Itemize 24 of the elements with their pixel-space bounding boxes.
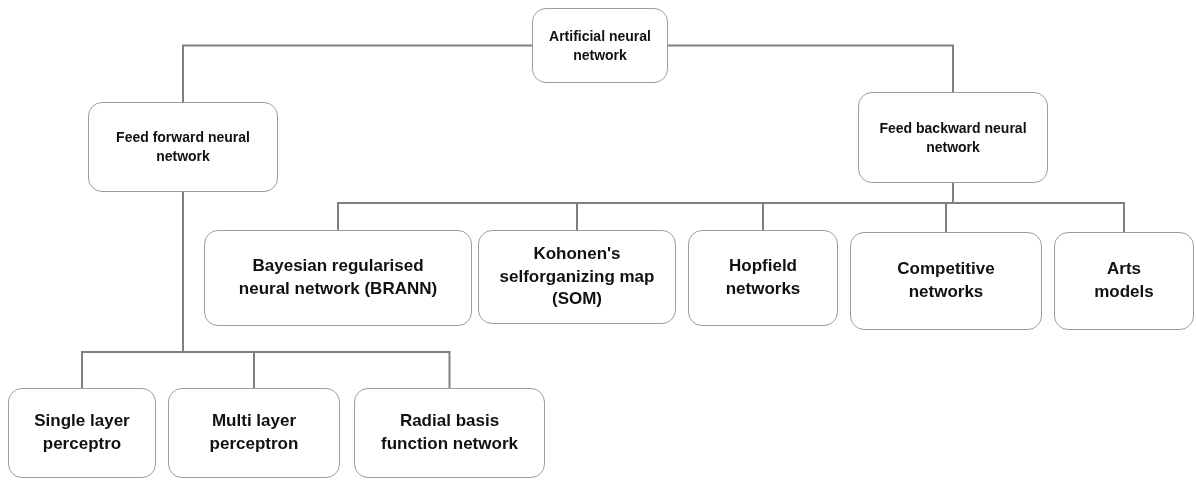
category-box xyxy=(88,102,278,192)
node-label: Hopfield networks xyxy=(724,255,802,300)
connector-line xyxy=(667,44,954,93)
node-label: Artificial neural network xyxy=(548,26,652,65)
category-box xyxy=(858,92,1048,183)
category-box xyxy=(478,230,676,324)
category-box xyxy=(354,388,545,478)
node-label: Multi layer perceptron xyxy=(208,410,300,455)
node-label: Competitive networks xyxy=(896,258,996,303)
node-label: Radial basis function network xyxy=(380,410,519,455)
node-label: Kohonen's selforganizing map (SOM) xyxy=(498,242,656,311)
node-label: Arts models xyxy=(1093,258,1155,303)
category-box xyxy=(204,230,472,326)
category-box xyxy=(1054,232,1194,330)
node-label: Feed forward neural network xyxy=(115,128,251,166)
category-box xyxy=(168,388,340,478)
category-box xyxy=(688,230,838,326)
node-label: Feed backward neural network xyxy=(878,118,1028,157)
category-box xyxy=(532,8,668,83)
connector-line xyxy=(182,44,533,103)
category-box xyxy=(850,232,1042,330)
category-box xyxy=(8,388,156,478)
node-label: Single layer perceptro xyxy=(33,410,131,455)
node-label: Bayesian regularised neural network (BRANN) xyxy=(237,255,439,300)
